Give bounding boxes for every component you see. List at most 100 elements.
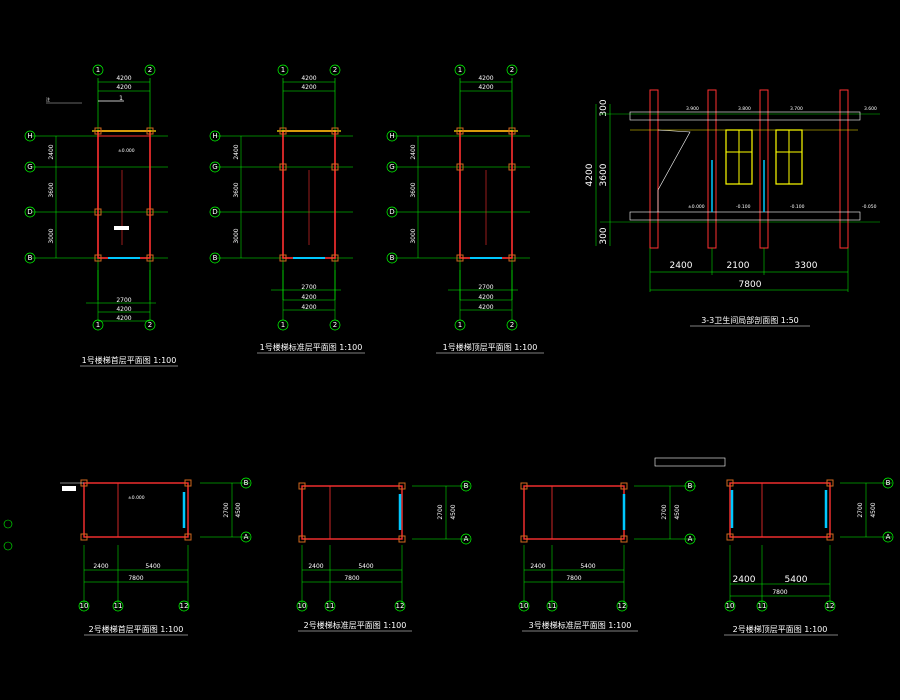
dimension-text: 3000 [233, 228, 240, 243]
drawing-title: 2号楼梯首层平面图 1:100 [89, 624, 184, 634]
axis-label: H [27, 132, 32, 140]
dimension-text: 4200 [478, 84, 493, 91]
axis-label: B [244, 479, 249, 487]
section-3-3-bathroom: 300 3600 300 4200 3.900 3.800 [585, 89, 880, 327]
axis-label: 2 [510, 66, 514, 74]
dimension-text: 4200 [116, 306, 131, 313]
axis-label: 10 [80, 602, 89, 610]
dimension-text: 4500 [235, 502, 242, 517]
drawing-title: 2号楼梯标准层平面图 1:100 [304, 620, 407, 630]
drawing-title: 3号楼梯标准层平面图 1:100 [529, 620, 632, 630]
dimension-text: 4200 [116, 315, 131, 322]
dimension-text: 3600 [48, 182, 55, 197]
axis-label: 10 [726, 602, 735, 610]
elevation-mark: 3.700 [790, 106, 803, 112]
dimension-text: 2700 [478, 284, 493, 291]
dimension-text: 5400 [145, 563, 160, 570]
elevation-mark: ±0.000 [128, 495, 145, 501]
dimension-text: 7800 [128, 575, 143, 582]
window-left [725, 129, 753, 185]
drawing-title: 2号楼梯顶层平面图 1:100 [733, 624, 828, 634]
axis-label: A [244, 533, 249, 541]
axis-label: 11 [548, 602, 557, 610]
elevation-mark: -0.100 [736, 204, 751, 210]
axis-label: B [28, 254, 33, 262]
axis-label: G [389, 163, 394, 171]
axis-label: 1 [281, 321, 285, 329]
elevation-mark: 3.900 [686, 106, 699, 112]
dimension-text: 300 [599, 227, 609, 244]
dimension-text: 4200 [116, 84, 131, 91]
axis-label: 12 [618, 602, 627, 610]
dimension-text: 2400 [530, 563, 545, 570]
plan-stair1-typical: 1 2 4200 4200 H G D B 2400 3600 3000 [209, 64, 365, 354]
dimension-text: 4200 [116, 75, 131, 82]
axis-label: B [213, 254, 218, 262]
axis-label: G [27, 163, 32, 171]
dimension-text: 7800 [772, 589, 787, 596]
plan-stair1-ground: 1 2 4200 4200 1 注 H G D B 2400 3600 3000 [24, 64, 178, 367]
dimension-text: 2400 [233, 144, 240, 159]
dimension-text: 7800 [566, 575, 581, 582]
axis-label: D [389, 208, 394, 216]
dimension-text: 5400 [785, 575, 808, 585]
axis-label: 12 [180, 602, 189, 610]
plan-stair2-ground: ±0.000 2400 5400 7800 10 11 12 2700 4500… [3, 477, 252, 636]
dimension-text: 2100 [727, 261, 750, 271]
dimension-text: 2400 [308, 563, 323, 570]
section-mark: 1 [119, 95, 123, 102]
dimension-text: 4200 [301, 84, 316, 91]
axis-label: B [464, 482, 469, 490]
dimension-text: 2400 [48, 144, 55, 159]
axis-label: 1 [281, 66, 285, 74]
axis-label: B [886, 479, 891, 487]
axis-label: 11 [114, 602, 123, 610]
drawing-title: 1号楼梯顶层平面图 1:100 [443, 342, 538, 352]
dimension-text: 4200 [301, 75, 316, 82]
dimension-text: 4200 [478, 304, 493, 311]
dimension-text: 300 [599, 99, 609, 116]
axis-label: 2 [333, 321, 337, 329]
axis-label: 2 [510, 321, 514, 329]
dimension-text: 3300 [795, 261, 818, 271]
dimension-text: 5400 [358, 563, 373, 570]
dimension-text: 5400 [580, 563, 595, 570]
axis-label: H [389, 132, 394, 140]
axis-label: 2 [333, 66, 337, 74]
elevation-mark: ±0.000 [688, 204, 705, 210]
drawing-title: 1号楼梯首层平面图 1:100 [82, 355, 177, 365]
axis-label: 1 [458, 321, 462, 329]
drawing-title: 1号楼梯标准层平面图 1:100 [260, 342, 363, 352]
axis-label: 11 [758, 602, 767, 610]
axis-label: 10 [520, 602, 529, 610]
axis-label: B [688, 482, 693, 490]
dimension-text: 3000 [48, 228, 55, 243]
axis-label: 10 [298, 602, 307, 610]
axis-label: G [212, 163, 217, 171]
section-wall [649, 89, 659, 249]
dimension-text: 2700 [116, 297, 131, 304]
floor-slab [629, 111, 861, 121]
dimension-text: 3600 [233, 182, 240, 197]
door-symbol [114, 226, 129, 230]
dimension-text: 4200 [585, 163, 595, 186]
annotation-note: 注 [46, 96, 50, 102]
dimension-text: 2400 [733, 575, 756, 585]
elevation-mark: -0.050 [862, 204, 877, 210]
axis-bubble [144, 64, 156, 76]
axis-label: 12 [396, 602, 405, 610]
plan-stair3-typical: 2400 5400 7800 10 11 12 2700 4500 B A 3号… [518, 480, 696, 632]
dimension-text: 4200 [301, 294, 316, 301]
axis-label: 2 [148, 66, 152, 74]
dimension-text: 3600 [599, 163, 609, 186]
plan-stair2-top: 2400 5400 7800 10 11 12 2700 4500 B A 2号… [654, 457, 894, 636]
axis-label: A [688, 535, 693, 543]
dimension-text: 2700 [301, 284, 316, 291]
window-right [775, 129, 803, 185]
dimension-text: 2400 [670, 261, 693, 271]
elevation-mark: -0.100 [790, 204, 805, 210]
axis-label: 2 [148, 321, 152, 329]
axis-label: D [27, 208, 32, 216]
plan-stair2-typical: 2400 5400 7800 10 11 12 2700 4500 B A 2号… [296, 480, 472, 632]
